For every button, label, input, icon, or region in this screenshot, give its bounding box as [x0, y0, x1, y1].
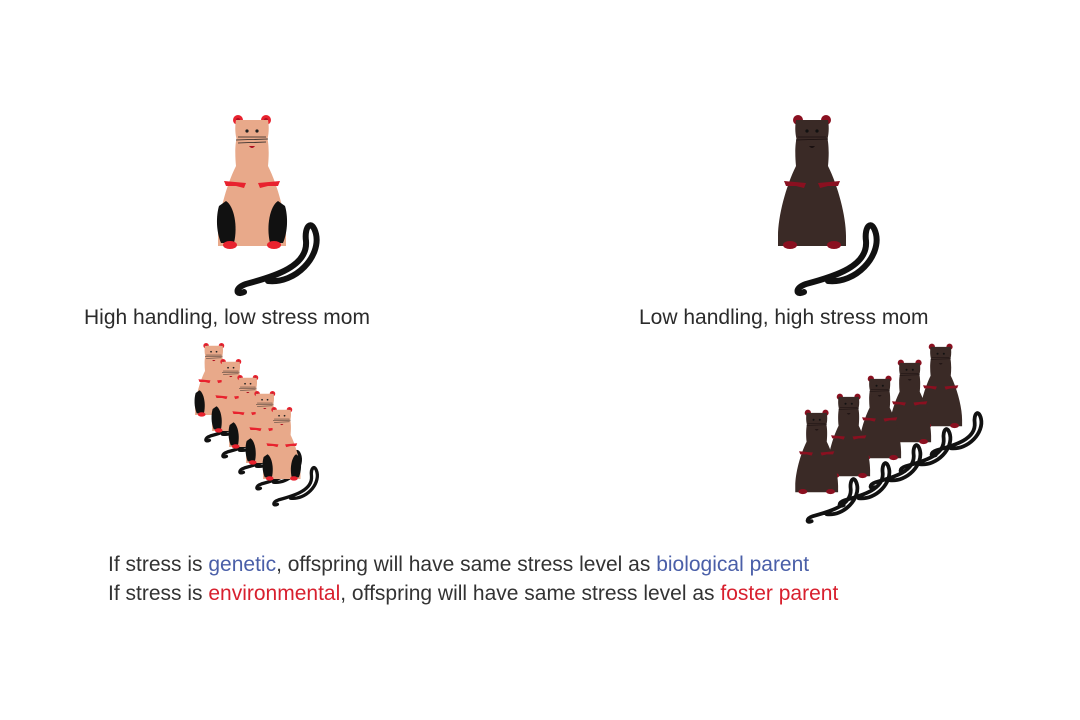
dark-rat-pup-icon: [793, 407, 860, 524]
environmental-keyword: environmental: [208, 582, 341, 605]
light-rat-icon: [216, 106, 336, 306]
light-rat-pup-icon: [260, 405, 320, 507]
foster-parent-keyword: foster parent: [720, 582, 839, 605]
environmental-caption: If stress is environmental, offspring wi…: [108, 582, 839, 605]
captions: If stress is genetic, offspring will hav…: [108, 550, 838, 608]
low-stress-mother-rat: [216, 106, 336, 311]
right-offspring-group: [793, 338, 984, 528]
right-mother-label: Low handling, high stress mom: [639, 306, 929, 329]
genetic-caption: If stress is genetic, offspring will hav…: [108, 553, 810, 576]
left-offspring-group: [192, 338, 334, 518]
biological-parent-keyword: biological parent: [656, 553, 810, 576]
dark-rat-icon: [776, 106, 896, 306]
left-mother-label: High handling, low stress mom: [84, 306, 370, 329]
genetic-keyword: genetic: [208, 553, 277, 576]
high-stress-mother-rat: [776, 106, 896, 311]
